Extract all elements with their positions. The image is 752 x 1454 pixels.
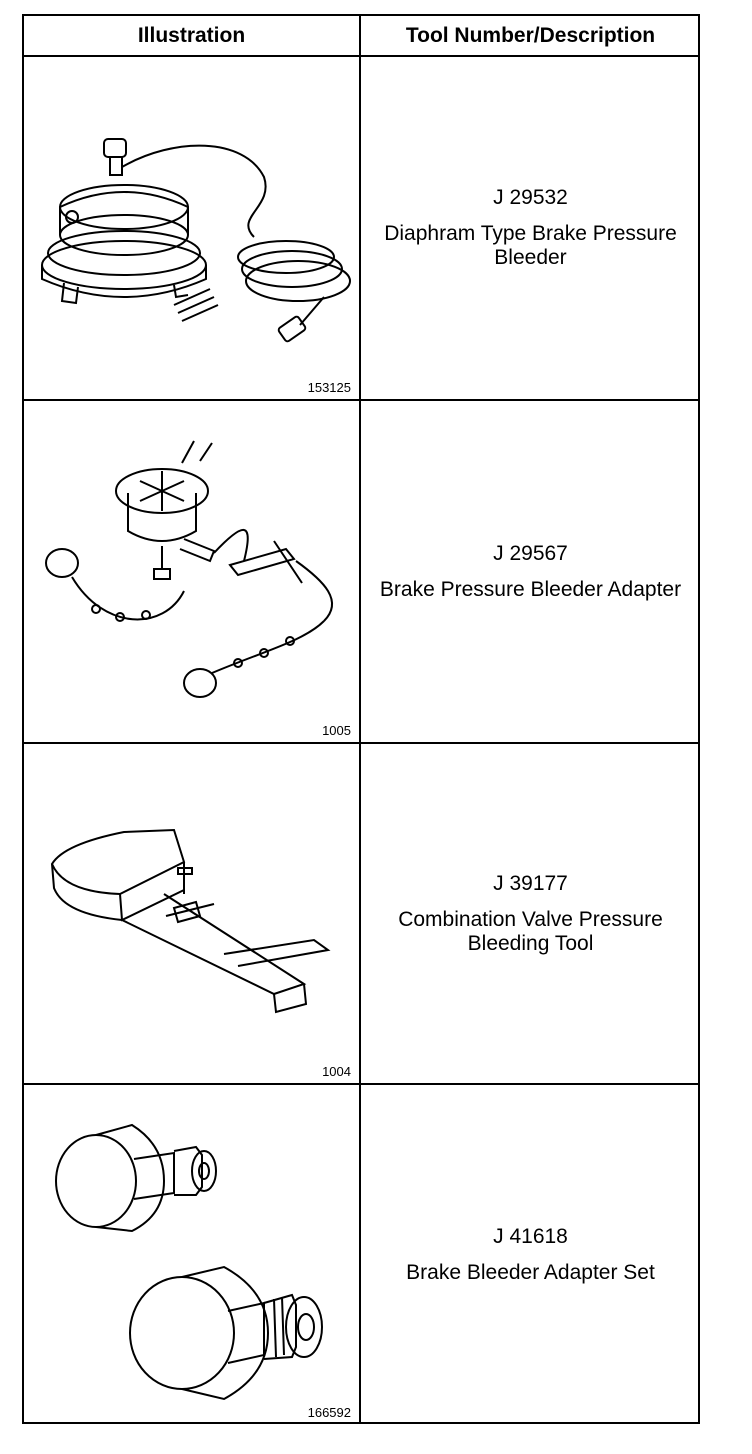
figure-id: 1004 (322, 1064, 351, 1079)
pressure-bleeder-tank-icon (41, 138, 351, 343)
illustration-cell: 166592 (24, 1085, 361, 1424)
table-row: 166592 J 41618 Brake Bleeder Adapter Set (24, 1085, 700, 1424)
table-row: 1005 J 29567 Brake Pressure Bleeder Adap… (24, 401, 700, 744)
description-cell: J 41618 Brake Bleeder Adapter Set (361, 1085, 700, 1424)
tool-number: J 29567 (493, 541, 568, 565)
tool-number: J 39177 (493, 871, 568, 895)
tool-table: Illustration Tool Number/Description (22, 14, 700, 1424)
combination-valve-tool-icon (50, 828, 331, 1014)
illustration-cell: 1004 (24, 744, 361, 1083)
adapter-set-icon (55, 1123, 323, 1401)
header-tool-number: Tool Number/Description (361, 16, 700, 57)
bleeder-adapter-icon (45, 440, 334, 698)
figure-id: 153125 (307, 380, 351, 395)
tool-description: Diaphram Type Brake Pressure Bleeder (384, 222, 677, 269)
description-cell: J 39177 Combination Valve Pressure Bleed… (361, 744, 700, 1083)
table-row: 1004 J 39177 Combination Valve Pressure … (24, 744, 700, 1085)
description-cell: J 29532 Diaphram Type Brake Pressure Ble… (361, 57, 700, 399)
tool-description: Combination Valve Pressure Bleeding Tool (398, 907, 663, 955)
description-cell: J 29567 Brake Pressure Bleeder Adapter (361, 401, 700, 742)
tool-description: Brake Bleeder Adapter Set (406, 1260, 655, 1284)
tool-description: Brake Pressure Bleeder Adapter (379, 577, 682, 601)
tool-number: J 41618 (493, 1224, 568, 1248)
table-row: 153125 J 29532 Diaphram Type Brake Press… (24, 57, 700, 401)
header-illustration: Illustration (24, 16, 361, 57)
illustration-cell: 1005 (24, 401, 361, 742)
illustration-cell: 153125 (24, 57, 361, 399)
figure-id: 166592 (307, 1405, 351, 1420)
figure-id: 1005 (322, 723, 351, 738)
tool-number: J 29532 (493, 186, 568, 209)
